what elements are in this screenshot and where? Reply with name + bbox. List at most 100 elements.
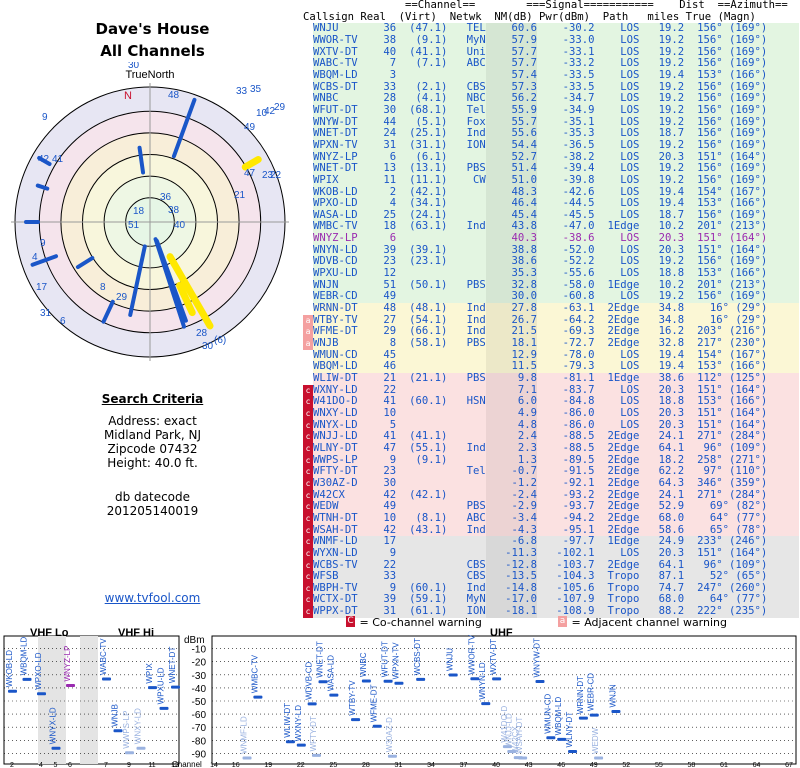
warning-cell <box>303 105 313 117</box>
cell-path: LOS <box>620 128 640 140</box>
cell-path: LOS <box>620 407 640 419</box>
station-label: WKOB-LD <box>5 650 14 688</box>
cell-nm: 48.3 <box>485 186 537 199</box>
cell-pwr: -92.1 <box>562 477 595 489</box>
cell-net: Ind <box>466 303 486 315</box>
panel-label-vhf-hi: VHF Hi <box>118 627 154 639</box>
cell-dist: 24.1 <box>658 489 685 501</box>
cell-pwr: -91.5 <box>562 466 595 478</box>
warning-cell: c <box>303 606 313 618</box>
cell-path: LOS <box>620 174 640 186</box>
cell-pwr: -47.0 <box>562 221 595 233</box>
tvfool-link[interactable]: www.tvfool.com <box>104 591 201 605</box>
cell-virt: (39.1) <box>409 244 448 256</box>
radar-channel-label: 47 <box>244 168 256 179</box>
cell-real: 9 <box>389 582 397 594</box>
cell-az: 346° (359°) <box>697 477 768 489</box>
cell-pwr: -102.1 <box>556 547 595 559</box>
cell-virt: (23.1) <box>409 256 448 268</box>
station-mark <box>507 749 517 753</box>
cell-dist: 64.1 <box>658 442 685 454</box>
station-mark <box>448 673 458 677</box>
warning-cell <box>303 280 313 292</box>
warning-cell <box>303 187 313 199</box>
cell-net: PBS <box>466 338 486 350</box>
station-mark <box>329 693 339 697</box>
warning-cell <box>303 291 313 303</box>
cell-virt: (5.1) <box>415 116 448 128</box>
station-label: WBQM-LD <box>20 636 29 675</box>
cell-dist: 19.2 <box>658 23 685 35</box>
station-mark <box>535 679 545 683</box>
cell-call: WNYW-DT <box>313 116 358 128</box>
cell-call: WPPX-DT <box>313 606 358 618</box>
cell-call: WNYX-LD <box>313 419 358 431</box>
cell-path: 2Edge <box>607 559 640 571</box>
cell-dist: 24.1 <box>658 431 685 443</box>
height-label: Height: 40.0 ft. <box>107 456 198 470</box>
cell-dist: 18.7 <box>658 128 685 140</box>
cell-pwr: -88.5 <box>562 442 595 454</box>
station-mark <box>611 709 621 713</box>
cell-virt: (43.1) <box>409 524 448 536</box>
station-ray <box>137 145 146 175</box>
station-label: WNJU <box>446 648 455 671</box>
cell-net: PBS <box>466 501 486 513</box>
warning-cell: c <box>303 419 313 432</box>
station-mark <box>296 743 306 747</box>
cell-call: WBQM-LD <box>313 361 358 373</box>
cell-dist: 74.7 <box>658 582 685 594</box>
